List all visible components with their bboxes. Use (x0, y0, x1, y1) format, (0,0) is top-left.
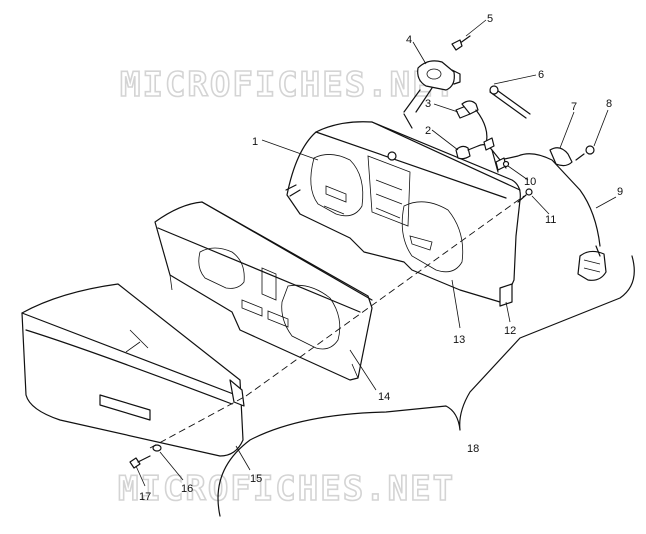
callout-1: 1 (252, 136, 258, 148)
part-3-bulb-socket (455, 100, 479, 119)
callout-13: 13 (453, 334, 465, 346)
callout-16: 16 (181, 483, 193, 495)
leader-lines (135, 19, 617, 487)
part-7-clip (549, 147, 573, 167)
part-14-bezel (154, 201, 373, 381)
alignment-lines (149, 195, 525, 449)
callout-17: 17 (139, 491, 151, 503)
callout-3: 3 (425, 98, 431, 110)
callout-9: 9 (617, 186, 623, 198)
part-4-meter (417, 60, 461, 91)
callout-18: 18 (467, 443, 479, 455)
part-17-screw (129, 455, 151, 469)
callout-10: 10 (524, 176, 536, 188)
part-5-screw (451, 35, 471, 51)
callout-15: 15 (250, 473, 262, 485)
watermark-bottom: MICROFICHES.NET (118, 469, 455, 509)
part-15-lower-cover (21, 283, 245, 457)
part-11-screw (517, 188, 533, 203)
callout-12: 12 (504, 325, 516, 337)
callout-5: 5 (487, 13, 493, 25)
callout-8: 8 (606, 98, 612, 110)
part-16-washer (152, 444, 162, 452)
watermark-top: MICROFICHES.NET (120, 65, 457, 105)
callout-7: 7 (571, 101, 577, 113)
part-10-screw (502, 160, 510, 168)
callout-11: 11 (545, 214, 556, 226)
part-8-screw (575, 145, 595, 161)
part-6-rod (489, 85, 531, 119)
callout-2: 2 (425, 125, 431, 137)
part-1-gauge-housing (285, 121, 521, 307)
assembly-bracket-18 (217, 255, 635, 517)
callout-14: 14 (378, 391, 390, 403)
part-2-bulb (455, 145, 479, 160)
callout-6: 6 (538, 69, 544, 81)
callout-labels: 1 2 3 4 5 6 7 8 9 10 11 12 13 14 15 16 1… (139, 13, 623, 503)
part-9-connector (577, 245, 607, 281)
callout-4: 4 (406, 34, 412, 46)
